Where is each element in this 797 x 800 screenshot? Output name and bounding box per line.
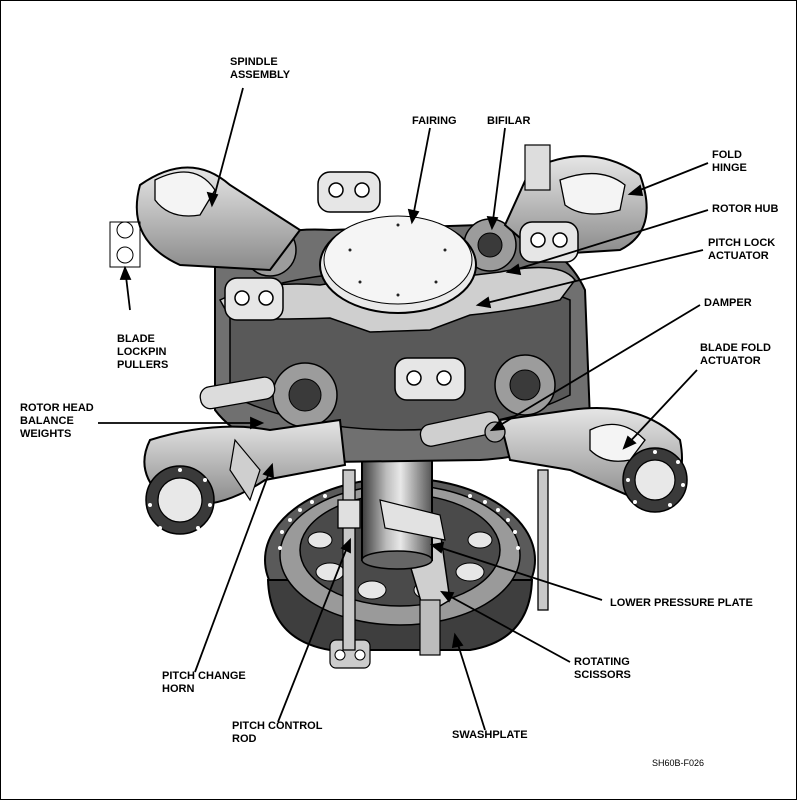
label-lower-pressure-plate: LOWER PRESSURE PLATE [610, 597, 753, 609]
spindle-arm-lower-right [498, 407, 688, 513]
pitch-control-rods [337, 469, 549, 651]
bifilar-brackets [224, 171, 579, 401]
fairing-plate [218, 215, 576, 333]
label-rotor-hub: ROTOR HUB [712, 203, 779, 215]
label-swashplate: SWASHPLATE [452, 729, 528, 741]
dampers [199, 376, 506, 447]
label-bifilar: BIFILAR [487, 115, 531, 127]
spindle-arm-lower-left [143, 418, 347, 535]
label-fairing: FAIRING [412, 115, 457, 127]
label-damper: DAMPER [704, 297, 752, 309]
spindle-arm-upper-left [109, 166, 302, 272]
leader-lines [98, 87, 709, 731]
figure-code: SH60B-F026 [652, 758, 705, 768]
